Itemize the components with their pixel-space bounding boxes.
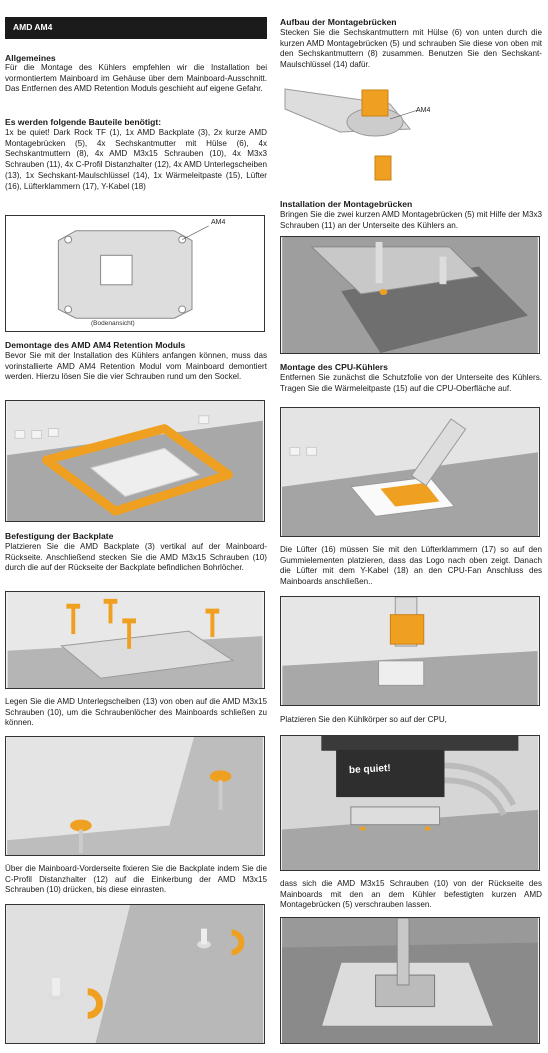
text-screw-cooler: dass sich die AMD M3x15 Schrauben (10) v… bbox=[280, 879, 542, 910]
logo-text: be quiet! bbox=[348, 762, 391, 777]
text-bridge-install: Bringen Sie die zwei kurzen AMD Montageb… bbox=[280, 210, 542, 230]
figure-bridge-assembly: AM4 bbox=[280, 74, 540, 192]
heading-backplate: Befestigung der Backplate bbox=[5, 531, 114, 541]
washers-illustration bbox=[7, 737, 263, 855]
retention-illustration bbox=[7, 401, 263, 521]
figure-label-am4-bridge: AM4 bbox=[416, 107, 431, 114]
screw-cooler-illustration bbox=[282, 918, 538, 1043]
text-washers: Legen Sie die AMD Unterlegscheiben (13) … bbox=[5, 697, 267, 728]
spacers-illustration bbox=[6, 905, 264, 1043]
backplate-illustration bbox=[57, 225, 209, 319]
text-place-cooler: Platzieren Sie den Kühlkörper so auf der… bbox=[280, 715, 447, 724]
heading-bridges: Aufbau der Montagebrücken bbox=[280, 17, 397, 27]
figure-screw-cooler bbox=[280, 917, 540, 1044]
figure-backplate-screws bbox=[5, 591, 265, 689]
backplate-screws-illustration bbox=[7, 592, 263, 688]
section-banner: AMD AM4 bbox=[5, 17, 267, 39]
cooler-place-illustration bbox=[281, 736, 539, 870]
thermal-paste-illustration bbox=[282, 408, 538, 536]
figure-thermal-paste bbox=[280, 407, 540, 537]
figure-washers bbox=[5, 736, 265, 856]
heading-parts: Es werden folgende Bauteile benötigt: bbox=[5, 117, 162, 127]
text-fans: Die Lüfter (16) müssen Sie mit den Lüfte… bbox=[280, 545, 542, 587]
text-general: Für die Montage des Kühlers empfehlen wi… bbox=[5, 63, 267, 94]
heading-cooler-mount: Montage des CPU-Kühlers bbox=[280, 362, 388, 372]
figure-cooler-place: be quiet! bbox=[280, 735, 540, 871]
text-demontage: Bevor Sie mit der Installation des Kühle… bbox=[5, 351, 267, 382]
heading-general: Allgemeines bbox=[5, 53, 56, 63]
text-spacers: Über die Mainboard-Vorderseite fixieren … bbox=[5, 864, 267, 895]
text-backplate: Platzieren Sie die AMD Backplate (3) ver… bbox=[5, 542, 267, 573]
bridge-illustration bbox=[284, 88, 419, 181]
heading-bridge-install: Installation der Montagebrücken bbox=[280, 199, 413, 209]
bridge-install-illustration bbox=[282, 237, 538, 353]
heading-demontage: Demontage des AMD AM4 Retention Moduls bbox=[5, 340, 186, 350]
text-cooler-mount: Entfernen Sie zunächst die Schutzfolie v… bbox=[280, 373, 542, 393]
fan-clip-illustration bbox=[282, 597, 538, 705]
text-parts: 1x be quiet! Dark Rock TF (1), 1x AMD Ba… bbox=[5, 128, 267, 191]
figure-caption: (Bodenansicht) bbox=[91, 320, 135, 327]
figure-backplate-bottom: AM4 (Bodenansicht) bbox=[5, 215, 265, 332]
text-bridges: Stecken Sie die Sechskantmuttern mit Hül… bbox=[280, 28, 542, 70]
figure-bridge-install bbox=[280, 236, 540, 354]
figure-label-am4: AM4 bbox=[211, 219, 226, 226]
figure-spacers bbox=[5, 904, 265, 1044]
figure-fan-clip bbox=[280, 596, 540, 706]
figure-retention-module bbox=[5, 400, 265, 522]
